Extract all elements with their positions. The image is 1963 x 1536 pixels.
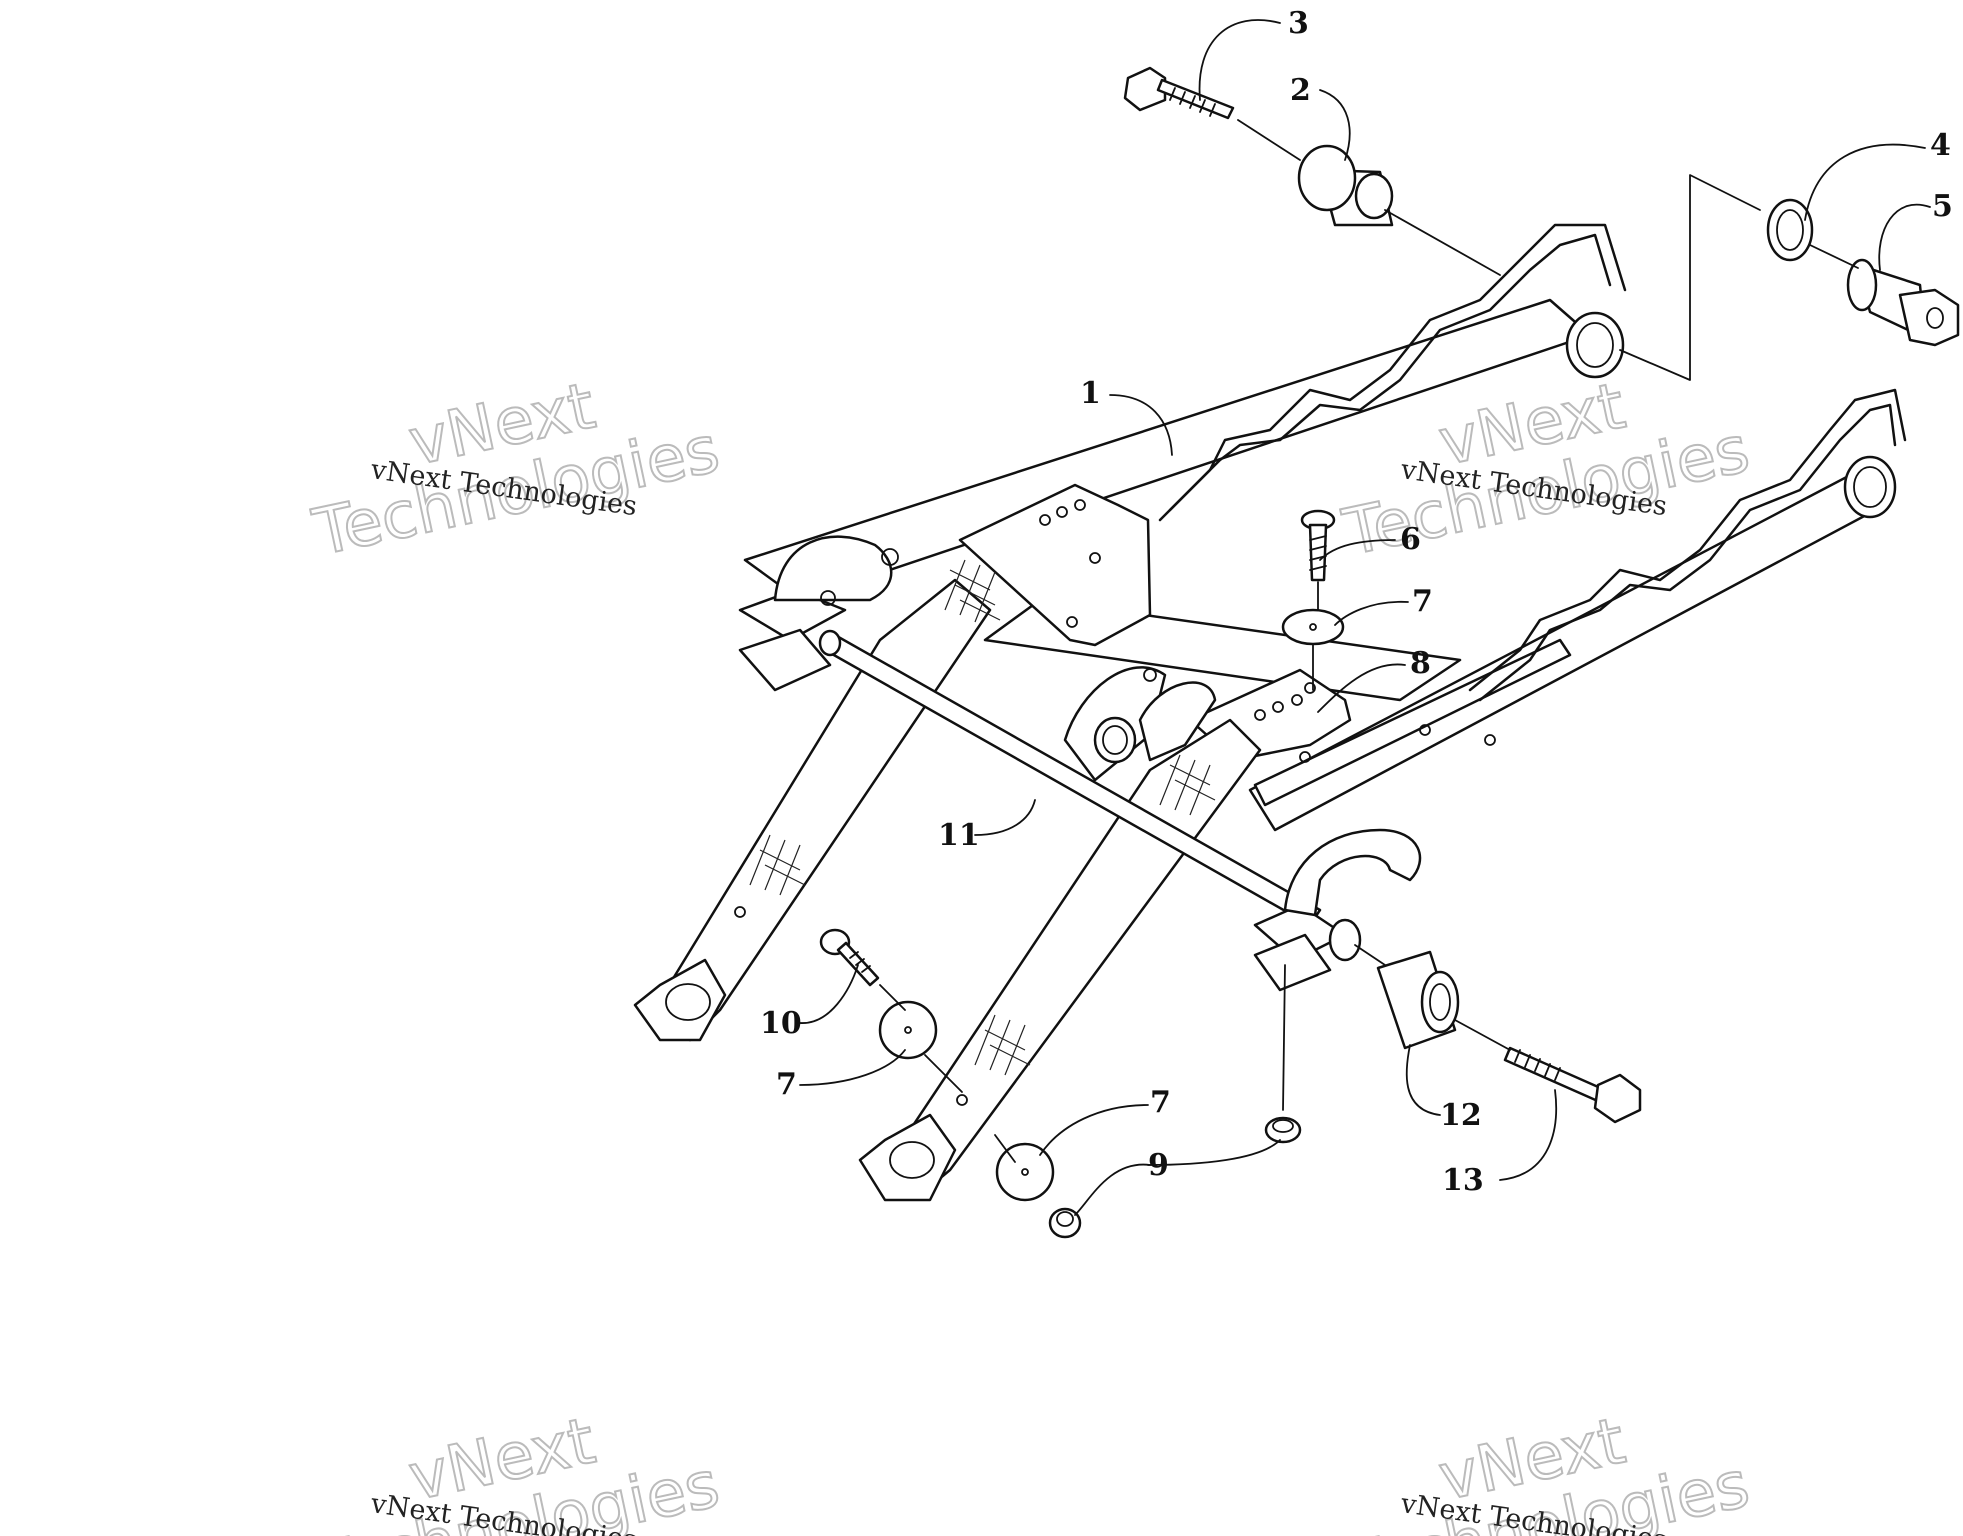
watermark-bottom-right: vNext Technologies vNext Technologies [1336,1403,1757,1536]
washer-part-7-top [1281,608,1345,646]
callout-13: 13 [1442,1163,1484,1198]
washer-part-7-left [878,1000,938,1060]
callout-8: 8 [1410,646,1431,681]
callout-7-top: 7 [1412,584,1433,619]
callout-3: 3 [1288,6,1309,41]
callout-4: 4 [1930,128,1951,163]
callout-9: 9 [1148,1148,1169,1183]
bolt-part-13 [1503,1046,1642,1124]
callout-2: 2 [1290,73,1311,108]
screw-part-10 [819,928,880,987]
callout-7-left: 7 [776,1067,797,1102]
watermark-bottom-left: vNext Technologies vNext Technologies [306,1403,727,1536]
assembly-lines [879,119,1859,1163]
callout-11: 11 [938,818,980,853]
bolt-part-3 [1123,66,1235,120]
callout-12: 12 [1440,1098,1482,1133]
bushing-part-12 [1376,950,1460,1050]
callout-labels: 3 2 4 5 1 6 7 8 11 10 7 7 9 12 13 [760,6,1953,1198]
leader-lines [799,19,1931,1216]
nut-part-5 [1846,258,1960,347]
callout-5: 5 [1932,189,1953,224]
screw-part-6 [1300,509,1336,582]
bushing-part-2 [1297,144,1394,227]
callout-7-bottom: 7 [1150,1085,1171,1120]
watermark-top-left: vNext Technologies vNext Technologies [306,368,727,571]
nut-part-9-left [1048,1207,1082,1239]
washer-part-7-bottom [995,1142,1055,1202]
callout-1: 1 [1080,376,1101,411]
nut-part-9-right [1264,1116,1302,1144]
washer-part-4 [1766,198,1814,262]
callout-6: 6 [1400,522,1421,557]
cross-shaft [738,535,1422,992]
callout-10: 10 [760,1006,802,1041]
